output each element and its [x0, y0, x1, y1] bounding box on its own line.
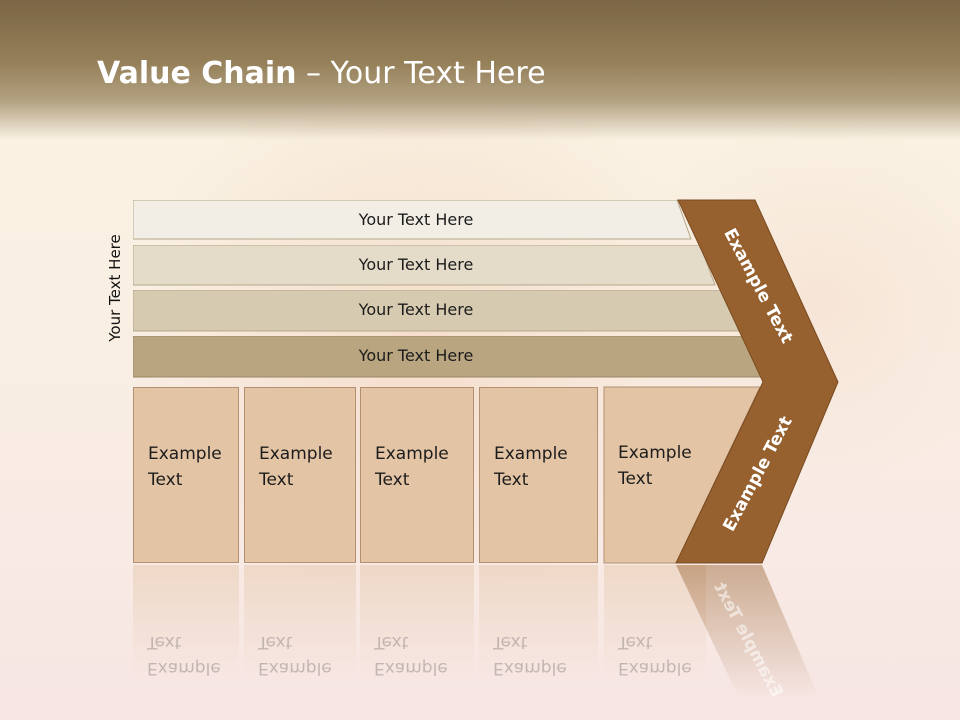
support-bar-2-label: Your Text Here — [358, 255, 474, 274]
title-bold: Value Chain — [97, 56, 297, 91]
support-bar-4-label: Your Text Here — [358, 346, 474, 365]
header-band — [0, 0, 960, 140]
side-label[interactable]: Your Text Here — [106, 234, 124, 342]
slide-title[interactable]: Value Chain – Your Text Here — [97, 52, 546, 96]
support-bar-1-label: Your Text Here — [358, 210, 474, 229]
title-rest: – Your Text Here — [296, 56, 546, 91]
support-bar-3-label: Your Text Here — [358, 300, 474, 319]
